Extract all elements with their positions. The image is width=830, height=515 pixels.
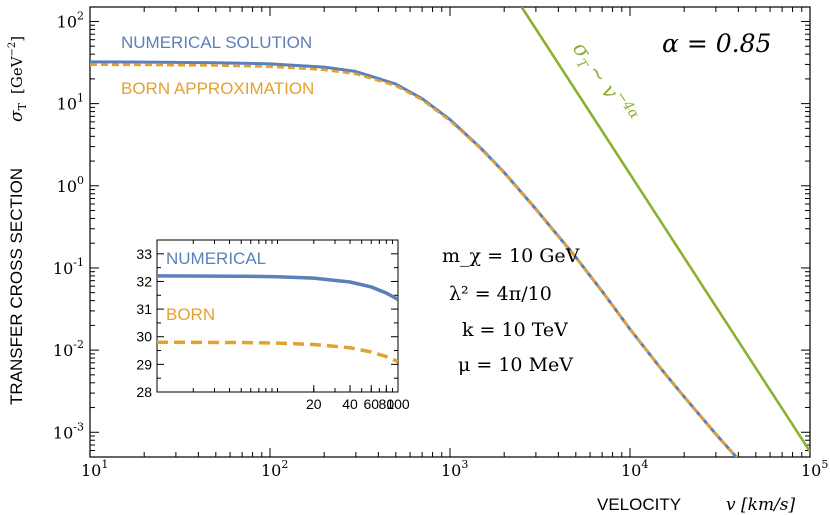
parameter-annotations: m_χ = 10 GeV λ² = 4π/10 k = 10 TeV μ = 1… <box>442 245 580 376</box>
y-axis-label: TRANSFER CROSS SECTION <box>7 168 26 405</box>
series-line-born <box>90 63 738 457</box>
param-k: k = 10 TeV <box>462 319 568 341</box>
inset-legend-born: BORN <box>166 305 215 324</box>
x-axis-label: VELOCITY <box>597 495 681 514</box>
series-line-power-law <box>520 7 810 453</box>
legend-born-approximation: BORN APPROXIMATION <box>121 79 314 98</box>
inset-y-tick-label: 28 <box>136 384 152 400</box>
inset-y-tick-label: 33 <box>136 246 152 262</box>
inset-y-tick-label: 29 <box>136 356 152 372</box>
x-tick-label: 104 <box>621 458 648 480</box>
inset-x-tick-label: 60 <box>363 396 379 412</box>
inset-x-tick-label: 80 <box>379 396 395 412</box>
y-axis-math-label: σ <box>7 110 27 122</box>
alpha-annotation: α = 0.85 <box>662 29 771 58</box>
y-tick-label: 100 <box>57 174 84 196</box>
inset-y-tick-label: 31 <box>136 301 152 317</box>
y-tick-label: 101 <box>57 92 84 114</box>
y-tick-label: 10-3 <box>53 420 84 442</box>
inset-line-born <box>157 340 398 364</box>
power-law-label-sup: −4α <box>612 88 642 122</box>
x-tick-label: 101 <box>81 458 108 480</box>
inset-x-tick-label: 40 <box>342 396 358 412</box>
main-series-group <box>90 7 810 457</box>
param-coupling: λ² = 4π/10 <box>449 283 552 305</box>
inset-y-tick-label: 32 <box>136 273 152 289</box>
y-tick-label: 102 <box>57 9 84 31</box>
y-axis-label-group: TRANSFER CROSS SECTION <box>7 168 26 405</box>
power-law-label-group: σT~ v−4α <box>565 36 643 131</box>
x-axis-math-label: v [km/s] <box>726 495 796 515</box>
x-tick-label: 102 <box>261 458 288 480</box>
y-axis-unit-sup: −2 <box>7 42 18 57</box>
inset-legend-numerical: NUMERICAL <box>166 249 266 268</box>
series-line-numerical <box>90 60 739 457</box>
svg-text:σT: σT <box>7 102 29 122</box>
y-axis-math-sub: T <box>16 102 29 110</box>
legend-numerical-solution: NUMERICAL SOLUTION <box>121 33 312 52</box>
svg-text:[GeV−2]: [GeV−2] <box>7 36 26 94</box>
inset-x-tick-label: 20 <box>306 396 322 412</box>
x-tick-label: 103 <box>441 458 468 480</box>
inset-line-numerical <box>157 274 398 301</box>
y-axis-unit: [GeV <box>8 55 26 94</box>
x-tick-label: 105 <box>801 458 828 480</box>
main-axis-ticks: 101 102 103 104 105 10-3 10-2 10-1 100 101 102 <box>53 7 828 480</box>
inset-y-tick-label: 30 <box>136 329 152 345</box>
inset-x-tick-label: 100 <box>386 396 410 412</box>
y-axis-unit-group: [GeV−2] <box>7 36 26 94</box>
svg-text:σT~ v−4α: σT~ v−4α <box>565 36 643 131</box>
y-axis-unit-close: ] <box>8 36 26 42</box>
inset-series-group <box>157 274 398 364</box>
y-tick-label: 10-1 <box>53 256 84 278</box>
param-mu: μ = 10 MeV <box>458 354 573 376</box>
param-mass: m_χ = 10 GeV <box>442 245 580 267</box>
y-axis-math-label-group: σT <box>7 102 29 122</box>
y-tick-label: 10-2 <box>53 338 84 360</box>
